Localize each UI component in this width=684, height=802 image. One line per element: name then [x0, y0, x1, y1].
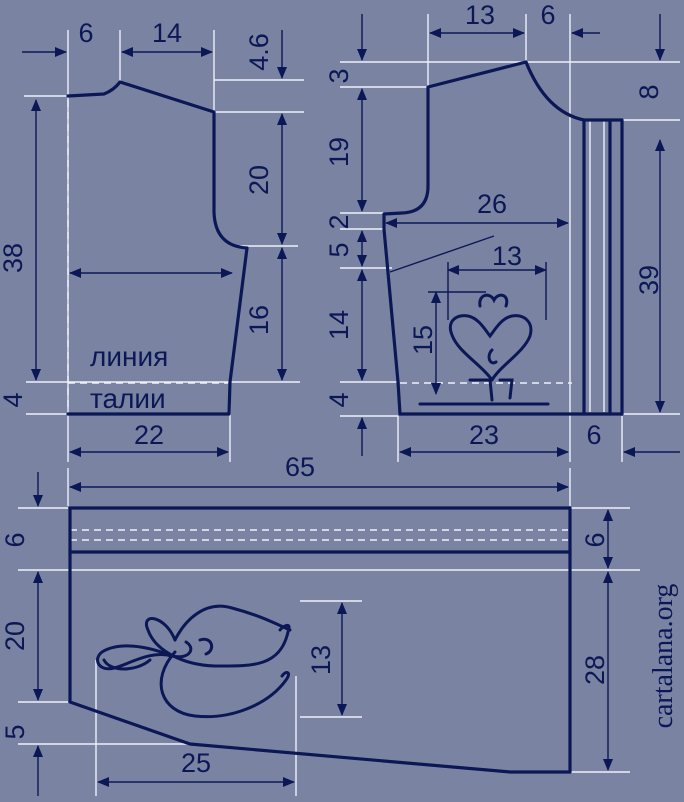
front-hem-height: 4 — [0, 392, 28, 407]
sleeve-side-height: 28 — [580, 655, 610, 685]
back-heart-motif — [418, 293, 550, 406]
back-placket-width: 6 — [586, 420, 601, 450]
back-half-width: 23 — [469, 420, 499, 450]
back-top-width: 13 — [465, 0, 495, 30]
back-chest-width: 26 — [477, 189, 507, 219]
front-shoulder-drop: 4.6 — [244, 33, 274, 71]
back-piece: 13 6 3 19 2 5 14 4 26 13 15 8 39 23 6 — [324, 0, 680, 462]
waist-line-label-1: линия — [90, 341, 168, 372]
sleeve-bottom-height: 5 — [0, 724, 30, 739]
sleeve-piece: 65 6 6 20 28 13 5 25 — [0, 452, 640, 796]
back-neck-width: 6 — [540, 0, 555, 30]
waist-line-label-2: талии — [90, 383, 166, 414]
back-side-height: 14 — [324, 310, 354, 340]
front-neck-width: 6 — [78, 18, 93, 48]
front-half-width: 22 — [134, 420, 164, 450]
back-armhole-height: 19 — [324, 137, 354, 167]
sleeve-outline — [68, 506, 572, 774]
front-side-height: 16 — [244, 305, 274, 335]
front-outline — [66, 80, 249, 416]
back-hem-height: 4 — [324, 392, 354, 407]
back-motif-height: 15 — [408, 325, 438, 355]
sleeve-cap-height: 20 — [0, 621, 30, 651]
front-piece: 6 14 4.6 38 20 16 4 22 линия талии — [0, 18, 304, 462]
sleeve-motif-height: 13 — [306, 645, 336, 675]
sleeve-bottom-width: 25 — [181, 748, 211, 778]
back-placket-top: 8 — [634, 84, 664, 99]
front-shoulder-width: 14 — [152, 18, 182, 48]
back-yoke-height: 5 — [324, 242, 354, 257]
back-step-height: 2 — [324, 214, 354, 229]
front-total-length: 38 — [0, 243, 28, 273]
back-outline — [382, 60, 624, 416]
back-motif-width: 13 — [492, 241, 522, 271]
back-neck-drop: 3 — [324, 68, 354, 83]
front-armhole-height: 20 — [244, 165, 274, 195]
back-placket-length: 39 — [634, 265, 664, 295]
sleeve-cuff-right: 6 — [580, 532, 610, 547]
sleeve-heart-motif — [96, 604, 292, 719]
watermark-text: cartalana.org — [648, 584, 679, 729]
sleeve-cuff-left: 6 — [0, 532, 30, 547]
sleeve-total-width: 65 — [285, 452, 315, 482]
